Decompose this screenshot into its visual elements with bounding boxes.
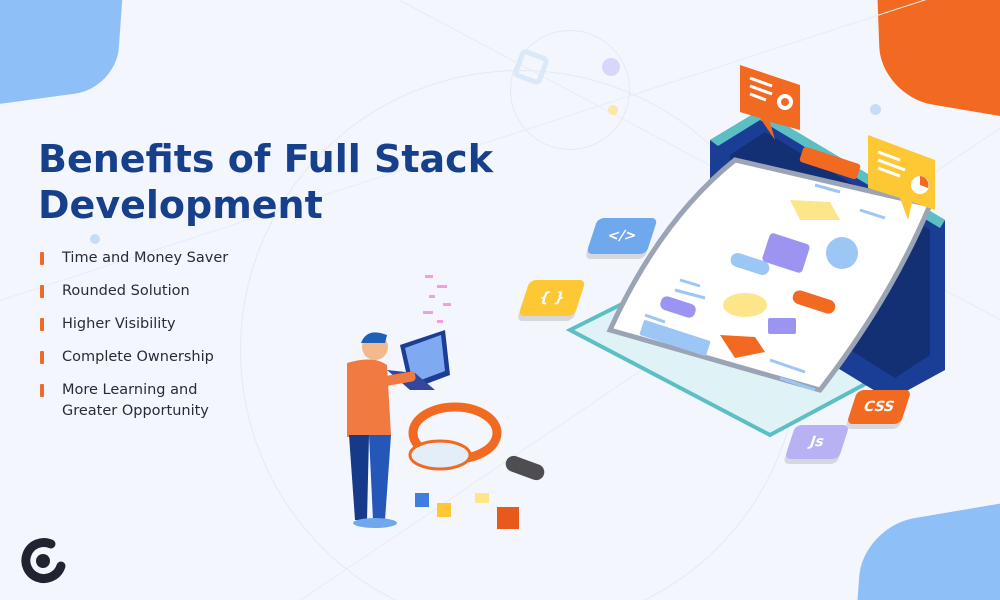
benefit-item: Complete Ownership <box>40 347 232 368</box>
benefits-list: Time and Money Saver Rounded Solution Hi… <box>40 248 232 434</box>
dot-decoration <box>602 58 620 76</box>
benefit-item: Rounded Solution <box>40 281 232 302</box>
page-title: Benefits of Full Stack Development <box>38 136 558 228</box>
js-tile-label: Js <box>807 434 827 450</box>
title-line-1: Benefits of Full Stack <box>38 137 493 181</box>
bullet-marker-icon <box>40 384 44 397</box>
title-line-2: Development <box>38 183 323 227</box>
js-tile: Js <box>784 425 850 459</box>
bullet-marker-icon <box>40 351 44 364</box>
bullet-marker-icon <box>40 318 44 331</box>
brand-logo-icon <box>21 538 66 583</box>
benefit-label: More Learning and Greater Opportunity <box>62 382 209 419</box>
dot-decoration <box>608 105 618 115</box>
chat-bubble-yellow <box>868 135 935 220</box>
bullet-marker-icon <box>40 252 44 265</box>
dot-decoration <box>90 234 100 244</box>
benefit-item: Time and Money Saver <box>40 248 232 269</box>
code-tile: </> <box>586 218 658 254</box>
benefit-item: More Learning and Greater Opportunity <box>40 380 232 422</box>
guide-circle-small <box>510 30 630 150</box>
benefit-label: Complete Ownership <box>62 349 214 365</box>
code-tile-label: </> <box>605 228 639 244</box>
laptop-flowchart-illustration <box>565 65 945 438</box>
css-tile-label: CSS <box>861 399 897 415</box>
benefit-label: Time and Money Saver <box>62 250 229 266</box>
dot-decoration <box>870 104 881 115</box>
corner-blob-top-left <box>0 0 128 111</box>
benefit-label: Higher Visibility <box>62 316 176 332</box>
developer-illustration <box>347 275 545 529</box>
css-tile: CSS <box>846 390 912 424</box>
benefit-item: Higher Visibility <box>40 314 232 335</box>
chat-bubble-orange <box>740 65 800 140</box>
corner-blob-bottom-right <box>852 495 1000 600</box>
benefit-label: Rounded Solution <box>62 283 190 299</box>
bullet-marker-icon <box>40 285 44 298</box>
